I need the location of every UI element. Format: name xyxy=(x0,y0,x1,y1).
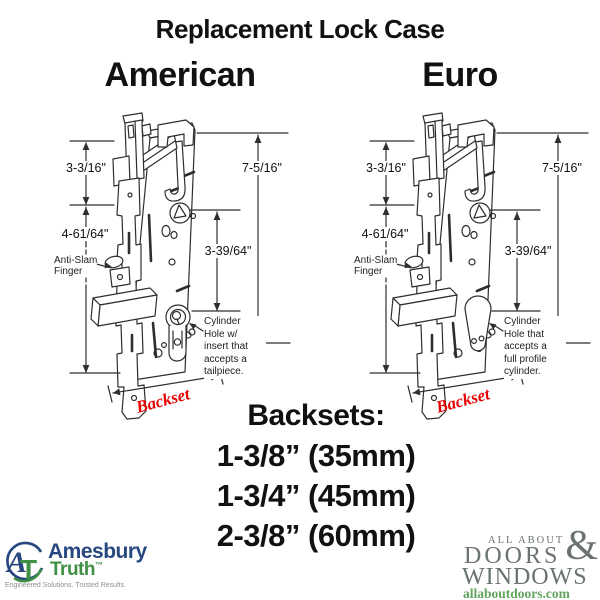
dim-label-lower-left: 4-61/64" xyxy=(359,227,411,241)
trademark-symbol: ™ xyxy=(95,560,103,570)
dim-label-upper-left: 3-3/16" xyxy=(364,161,408,175)
cylinder-note: Cylinder Hole that accepts a full profil… xyxy=(504,316,566,379)
anti-slam-label: Anti-Slam Finger xyxy=(54,255,98,277)
aadw-url: allaboutdoors.com xyxy=(463,586,570,600)
amesbury-wordmark: Amesbury xyxy=(48,540,147,563)
dim-label-inner: 3-39/64" xyxy=(502,244,554,258)
amesbury-tagline: Engineered Solutions. Trusted Results. xyxy=(5,582,127,589)
american-diagram: 3-3/16" 4-61/64" 7-5/16" 3-39/64" Anti-S… xyxy=(0,95,300,430)
backset-size: 2-3/8” (60mm) xyxy=(216,518,416,553)
dim-label-right: 7-5/16" xyxy=(540,161,584,175)
anti-slam-label: Anti-Slam Finger xyxy=(354,255,398,277)
dim-label-lower-left: 4-61/64" xyxy=(59,227,111,241)
aadw-all-about: ALL ABOUT xyxy=(488,535,565,546)
svg-text:T: T xyxy=(20,554,37,585)
dim-label-upper-left: 3-3/16" xyxy=(64,161,108,175)
truth-wordmark: Truth™ xyxy=(50,559,103,580)
dim-label-inner: 3-39/64" xyxy=(202,244,254,258)
cylinder-note: Cylinder Hole w/ insert that accepts a t… xyxy=(204,316,266,379)
page-title: Replacement Lock Case xyxy=(155,14,445,44)
aadw-doors: DOORS xyxy=(464,543,561,569)
heading-american: American xyxy=(104,56,256,94)
amesbury-monogram-icon: A T xyxy=(5,541,44,585)
backsets-heading: Backsets: xyxy=(247,399,385,432)
aadw-windows: WINDOWS xyxy=(462,564,588,590)
svg-text:A: A xyxy=(5,546,27,579)
all-about-doors-logo: ALL ABOUT & DOORS WINDOWS allaboutdoors.… xyxy=(462,525,598,600)
backset-size: 1-3/8” (35mm) xyxy=(216,438,416,473)
heading-euro: Euro xyxy=(422,56,498,94)
backset-size: 1-3/4” (45mm) xyxy=(216,478,416,513)
backsets-list: Backsets: 1-3/8” (35mm) 1-3/4” (45mm) 2-… xyxy=(116,396,516,556)
dim-label-right: 7-5/16" xyxy=(240,161,284,175)
amesbury-truth-logo: A T Amesbury Truth™ Engineered Solutions… xyxy=(4,536,164,596)
aadw-ampersand: & xyxy=(565,523,598,569)
euro-diagram: 3-3/16" 4-61/64" 7-5/16" 3-39/64" Anti-S… xyxy=(300,95,600,430)
